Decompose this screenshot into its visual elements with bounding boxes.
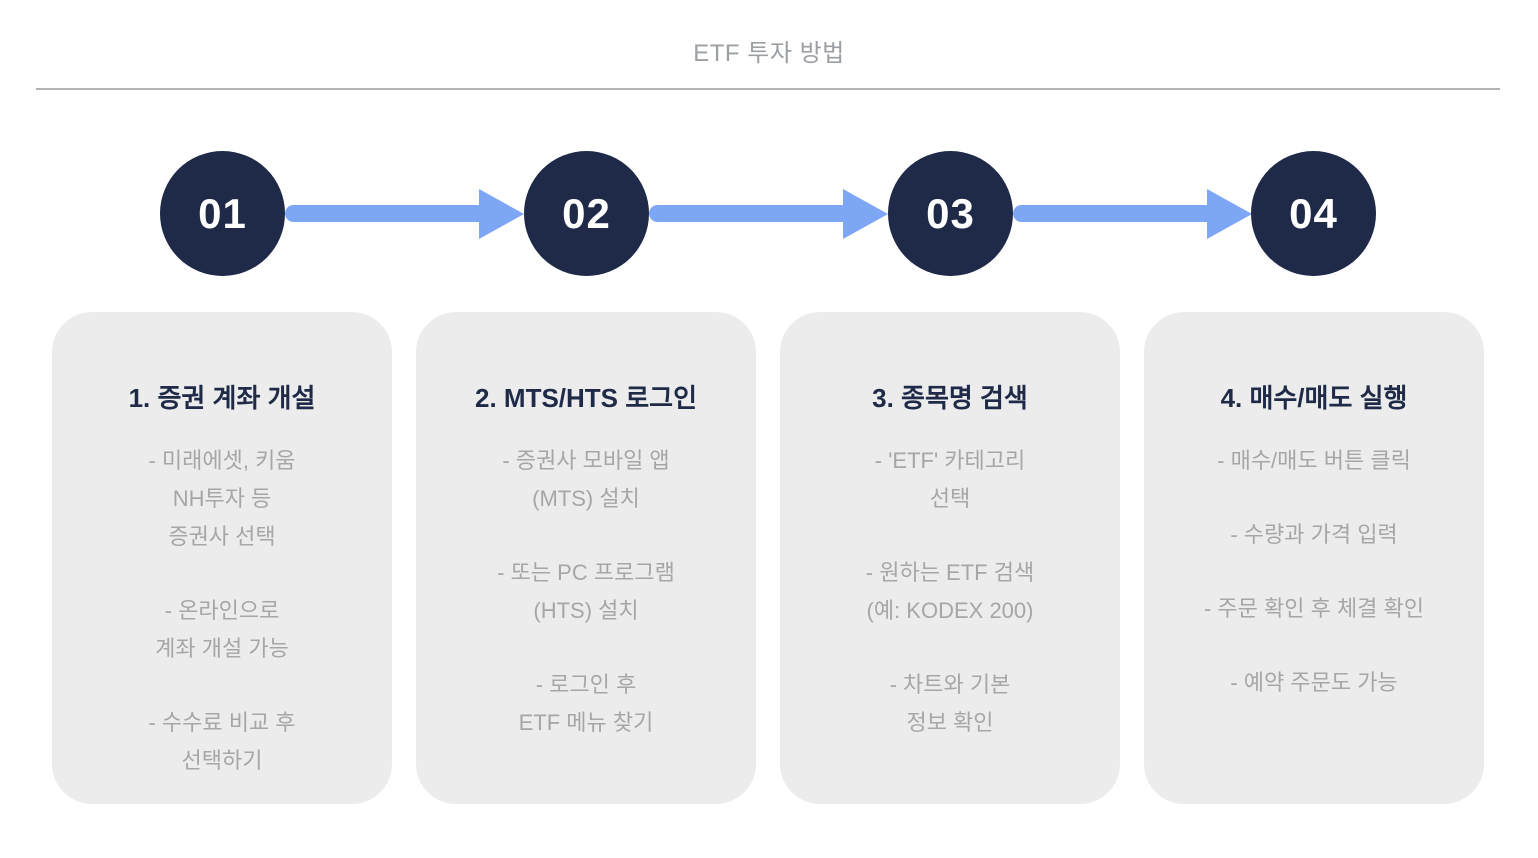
- card-bullet: - 로그인 후 ETF 메뉴 찾기: [518, 672, 654, 735]
- step-flow: 01 02 03 04: [0, 151, 1538, 276]
- card-heading: 3. 종목명 검색: [872, 383, 1028, 413]
- arrow-head-icon: [843, 188, 888, 239]
- card-bullet: - 미래에셋, 키움 NH투자 등 증권사 선택: [148, 448, 296, 549]
- card-bullet: - 매수/매도 버튼 클릭: [1217, 448, 1411, 473]
- card-bullet: - 주문 확인 후 체결 확인: [1203, 596, 1425, 621]
- card-bullet: - 차트와 기본 정보 확인: [889, 672, 1011, 735]
- card-bullet: - 수수료 비교 후 선택하기: [148, 710, 296, 773]
- arrow-shaft: [285, 205, 487, 222]
- step-card-1: 1. 증권 계좌 개설 - 미래에셋, 키움 NH투자 등 증권사 선택 - 온…: [52, 312, 392, 804]
- flow-arrow-3: [1013, 151, 1252, 276]
- card-bullet: - 증권사 모바일 앱 (MTS) 설치: [502, 448, 670, 511]
- card-bullet: - 예약 주문도 가능: [1230, 670, 1398, 695]
- card-heading: 4. 매수/매도 실행: [1220, 383, 1408, 413]
- step-circle-3: 03: [888, 151, 1013, 276]
- step-card-3: 3. 종목명 검색 - 'ETF' 카테고리 선택 - 원하는 ETF 검색 (…: [780, 312, 1120, 804]
- arrow-shaft: [1013, 205, 1215, 222]
- step-circle-4: 04: [1251, 151, 1376, 276]
- card-bullet: - 원하는 ETF 검색 (예: KODEX 200): [865, 560, 1035, 623]
- step-circle-1: 01: [160, 151, 285, 276]
- step-number-2: 02: [562, 189, 611, 237]
- step-card-2: 2. MTS/HTS 로그인 - 증권사 모바일 앱 (MTS) 설치 - 또는…: [416, 312, 756, 804]
- card-bullet: - 또는 PC 프로그램 (HTS) 설치: [497, 560, 675, 623]
- step-card-4: 4. 매수/매도 실행 - 매수/매도 버튼 클릭 - 수량과 가격 입력 - …: [1144, 312, 1484, 804]
- step-number-4: 04: [1289, 189, 1338, 237]
- flow-arrow-2: [649, 151, 888, 276]
- card-bullet: - 수량과 가격 입력: [1230, 522, 1398, 547]
- card-bullet: - 'ETF' 카테고리 선택: [874, 448, 1026, 511]
- arrow-head-icon: [479, 188, 524, 239]
- flow-arrow-1: [285, 151, 524, 276]
- step-cards: 1. 증권 계좌 개설 - 미래에셋, 키움 NH투자 등 증권사 선택 - 온…: [52, 312, 1484, 804]
- step-number-1: 01: [198, 189, 247, 237]
- arrow-shaft: [649, 205, 851, 222]
- card-heading: 2. MTS/HTS 로그인: [475, 383, 697, 413]
- title-divider: [36, 88, 1500, 90]
- card-heading: 1. 증권 계좌 개설: [128, 383, 316, 413]
- arrow-head-icon: [1207, 188, 1252, 239]
- card-bullet: - 온라인으로 계좌 개설 가능: [155, 598, 289, 661]
- step-circle-2: 02: [524, 151, 649, 276]
- page-title: ETF 투자 방법: [693, 40, 845, 67]
- step-number-3: 03: [926, 189, 975, 237]
